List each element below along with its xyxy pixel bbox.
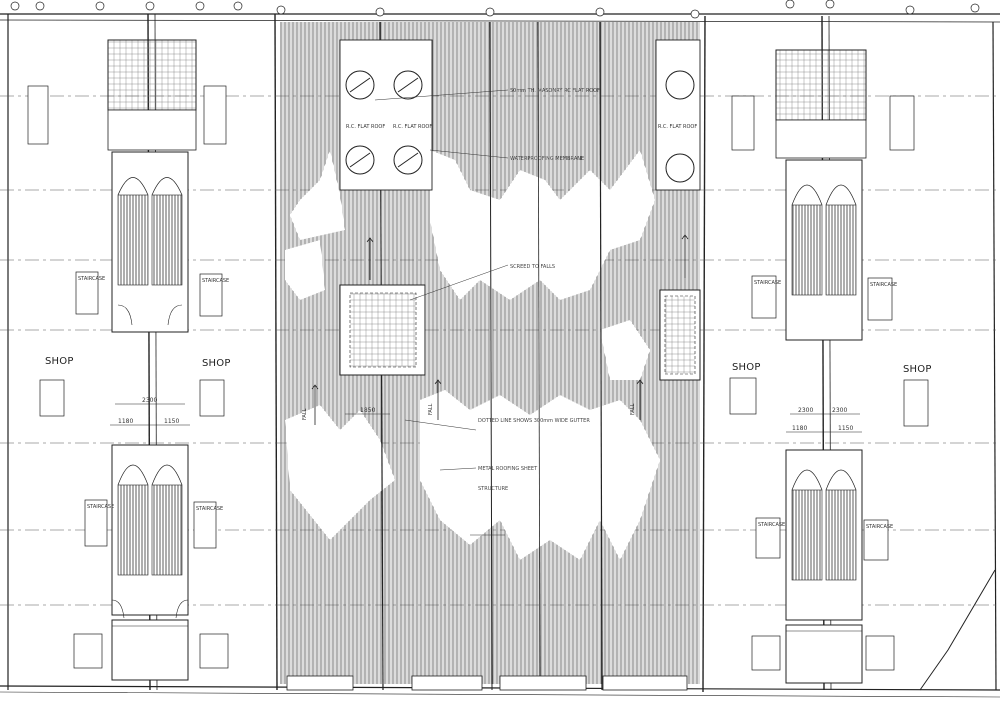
fall-arrows: [311, 234, 689, 425]
dim-1180-right: 1180: [792, 425, 807, 432]
water-tank-group: [345, 70, 695, 183]
grid-markers-top: [10, 0, 980, 19]
dim-1850: 1850: [360, 407, 375, 414]
dim-2300-right-1: 2300: [798, 407, 813, 414]
staircase-label-8: STAIRCASE: [866, 524, 893, 530]
shop-label-1: SHOP: [45, 356, 74, 367]
roof-note-3: SCREED TO FALLS: [510, 264, 555, 270]
rc-flat-roof-label-3: R.C. FLAT ROOF: [658, 124, 697, 130]
rc-flat-roof-label-2: R.C. FLAT ROOF: [393, 124, 432, 130]
staircase-label-6: STAIRCASE: [870, 282, 897, 288]
structure-note: STRUCTURE: [478, 486, 508, 492]
dim-2300-right-2: 2300: [832, 407, 847, 414]
dim-1150-left: 1150: [164, 418, 179, 425]
staircase-label-7: STAIRCASE: [758, 522, 785, 528]
rc-flat-roof-label-1: R.C. FLAT ROOF: [346, 124, 385, 130]
metal-roof-note: METAL ROOFING SHEET: [478, 466, 538, 472]
roof-note-2: WATERPROOFING MEMBRANE: [510, 156, 584, 162]
fall-label-3: FALL: [630, 403, 636, 415]
staircase-label-2: STAIRCASE: [202, 278, 229, 284]
staircase-label-5: STAIRCASE: [754, 280, 781, 286]
dim-1150-right: 1150: [838, 425, 853, 432]
shop-label-3: SHOP: [732, 362, 761, 373]
roof-note-1: 50mm TH. MASONRY RC FLAT ROOF: [510, 88, 600, 94]
staircase-label-1: STAIRCASE: [78, 276, 105, 282]
roof-area: R.C. FLAT ROOF R.C. FLAT ROOF R.C. FLAT …: [280, 21, 701, 691]
fall-label-2: FALL: [428, 403, 434, 415]
dim-1180-left: 1180: [118, 418, 133, 425]
dim-2300-left: 2300: [142, 397, 157, 404]
shop-label-4: SHOP: [903, 364, 932, 375]
right-wing: SHOP SHOP STAIRCASE STAIRCASE STAIRCASE …: [729, 15, 996, 691]
fall-label-1: FALL: [302, 408, 308, 420]
staircase-label-4: STAIRCASE: [196, 506, 223, 512]
left-wing: SHOP SHOP STAIRCASE STAIRCASE STAIRCASE …: [27, 13, 231, 691]
shop-label-2: SHOP: [202, 358, 231, 369]
staircase-label-3: STAIRCASE: [87, 504, 114, 510]
gutter-note: DOTTED LINE SHOWS 300mm WIDE GUTTER: [478, 418, 590, 424]
